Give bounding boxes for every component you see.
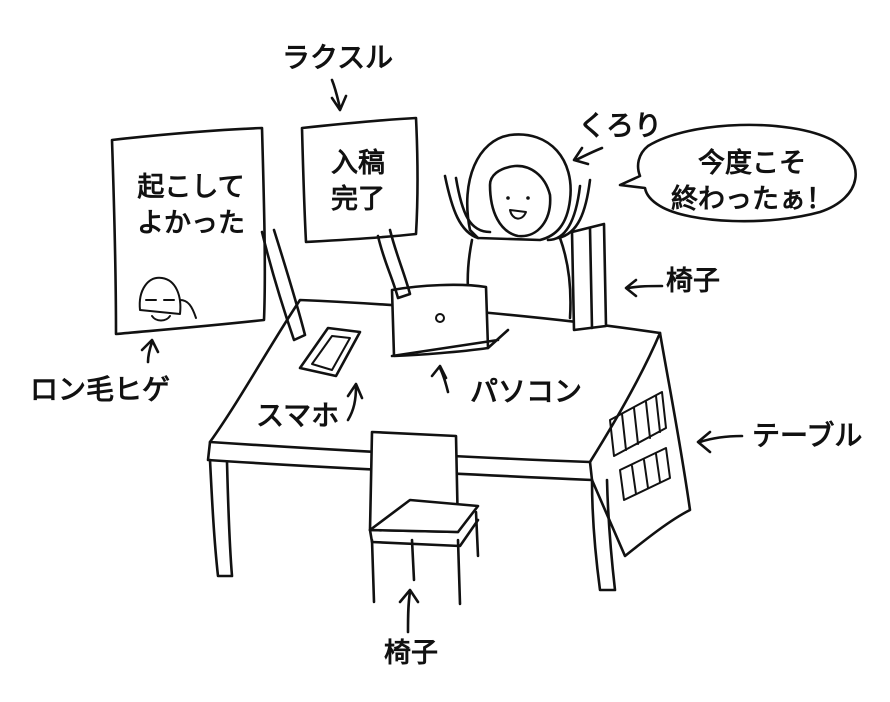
left-sign-text: 起こして よかった [137, 172, 245, 239]
label-raksul: ラクスル [282, 41, 394, 74]
label-smartphone: スマホ [256, 399, 340, 432]
speech-bubble-text: 今度こそ 終わったぁ！ [671, 148, 833, 215]
label-chair-right: 椅子 [666, 266, 720, 297]
center-sign-drawing [300, 116, 419, 300]
table-drawing [206, 298, 692, 592]
label-kurori: くろり [578, 109, 663, 142]
laptop-drawing [390, 283, 510, 358]
person-kurori-drawing [443, 133, 592, 320]
label-chair-bottom: 椅子 [384, 638, 438, 669]
speech-bubble-drawing [618, 123, 857, 223]
center-sign-text: 入稿 完了 [331, 148, 385, 215]
label-pc: パソコン [470, 375, 583, 408]
left-sign-drawing [110, 126, 307, 342]
label-table: テーブル [752, 419, 863, 452]
annotation-arrows [140, 78, 744, 634]
smartphone-drawing [298, 326, 362, 378]
chair-front-drawing [368, 430, 480, 606]
chair-back-drawing [570, 222, 608, 332]
label-ronge-hige: ロン毛ヒゲ [30, 373, 171, 406]
